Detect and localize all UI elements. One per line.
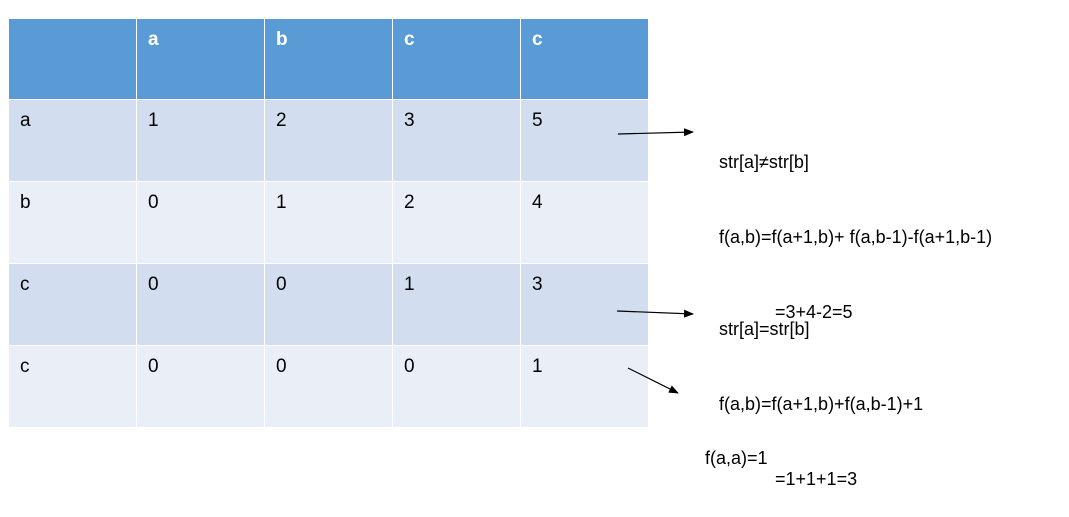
cell-value: 0	[148, 356, 159, 377]
header-cell-3: c	[404, 29, 415, 50]
table-cell: 0	[392, 345, 521, 428]
cell-value: 1	[276, 192, 287, 213]
cell-value: 0	[276, 274, 287, 295]
row-label: a	[20, 110, 31, 131]
table-header-row: a b c c	[8, 18, 649, 100]
table-cell: 2	[392, 181, 521, 264]
annotation-result: =3+4-2=5	[775, 302, 853, 322]
cell-value: 2	[276, 110, 287, 131]
table-cell: 3	[520, 263, 649, 346]
table-cell: 0	[136, 263, 265, 346]
header-cell-0	[9, 19, 136, 29]
row-label-cell: c	[8, 263, 137, 346]
row-label: c	[20, 356, 30, 377]
header-cell: c	[392, 18, 521, 100]
header-cell-2: b	[276, 29, 288, 50]
cell-value: 0	[148, 274, 159, 295]
table-cell: 0	[264, 263, 393, 346]
cell-value: 0	[404, 356, 415, 377]
cell-value: 5	[532, 110, 543, 131]
cell-value: 0	[276, 356, 287, 377]
row-label: c	[20, 274, 30, 295]
header-cell: b	[264, 18, 393, 100]
table-corner-cell	[8, 18, 137, 100]
annotation-condition: str[a]≠str[b]	[719, 152, 809, 172]
row-label: b	[20, 192, 31, 213]
row-label-cell: b	[8, 181, 137, 264]
table-cell: 5	[520, 99, 649, 182]
header-cell-4: c	[532, 29, 543, 50]
cell-value: 2	[404, 192, 415, 213]
header-cell: a	[136, 18, 265, 100]
table-cell: 3	[392, 99, 521, 182]
cell-value: 0	[148, 192, 159, 213]
cell-value: 1	[148, 110, 159, 131]
annotation-formula: f(a,b)=f(a+1,b)+ f(a,b-1)-f(a+1,b-1)	[719, 227, 993, 247]
table-cell: 0	[136, 181, 265, 264]
table-cell: 4	[520, 181, 649, 264]
annotation-unequal-case: str[a]≠str[b] f(a,b)=f(a+1,b)+ f(a,b-1)-…	[719, 100, 992, 350]
annotation-condition: str[a]=str[b]	[719, 319, 810, 339]
table-cell: 1	[520, 345, 649, 428]
cell-value: 3	[404, 110, 415, 131]
table-cell: 2	[264, 99, 393, 182]
table-cell: 1	[264, 181, 393, 264]
table-row: a 1 2 3 5	[8, 99, 649, 182]
table-cell: 1	[392, 263, 521, 346]
cell-value: 1	[532, 356, 543, 377]
table-row: b 0 1 2 4	[8, 181, 649, 264]
row-label-cell: a	[8, 99, 137, 182]
table-cell: 0	[264, 345, 393, 428]
cell-value: 3	[532, 274, 543, 295]
cell-value: 1	[404, 274, 415, 295]
table-row: c 0 0 1 3	[8, 263, 649, 346]
cell-value: 4	[532, 192, 543, 213]
table-cell: 1	[136, 99, 265, 182]
dp-table: a b c c a 1 2 3 5 b 0 1 2 4 c 0 0 1 3 c …	[8, 18, 649, 428]
table-row: c 0 0 0 1	[8, 345, 649, 428]
annotation-base-case: f(a,a)=1	[705, 396, 768, 496]
table-cell: 0	[136, 345, 265, 428]
row-label-cell: c	[8, 345, 137, 428]
annotation-formula: f(a,b)=f(a+1,b)+f(a,b-1)+1	[719, 394, 924, 414]
header-cell-1: a	[148, 29, 159, 50]
header-cell: c	[520, 18, 649, 100]
annotation-formula: f(a,a)=1	[705, 448, 768, 468]
